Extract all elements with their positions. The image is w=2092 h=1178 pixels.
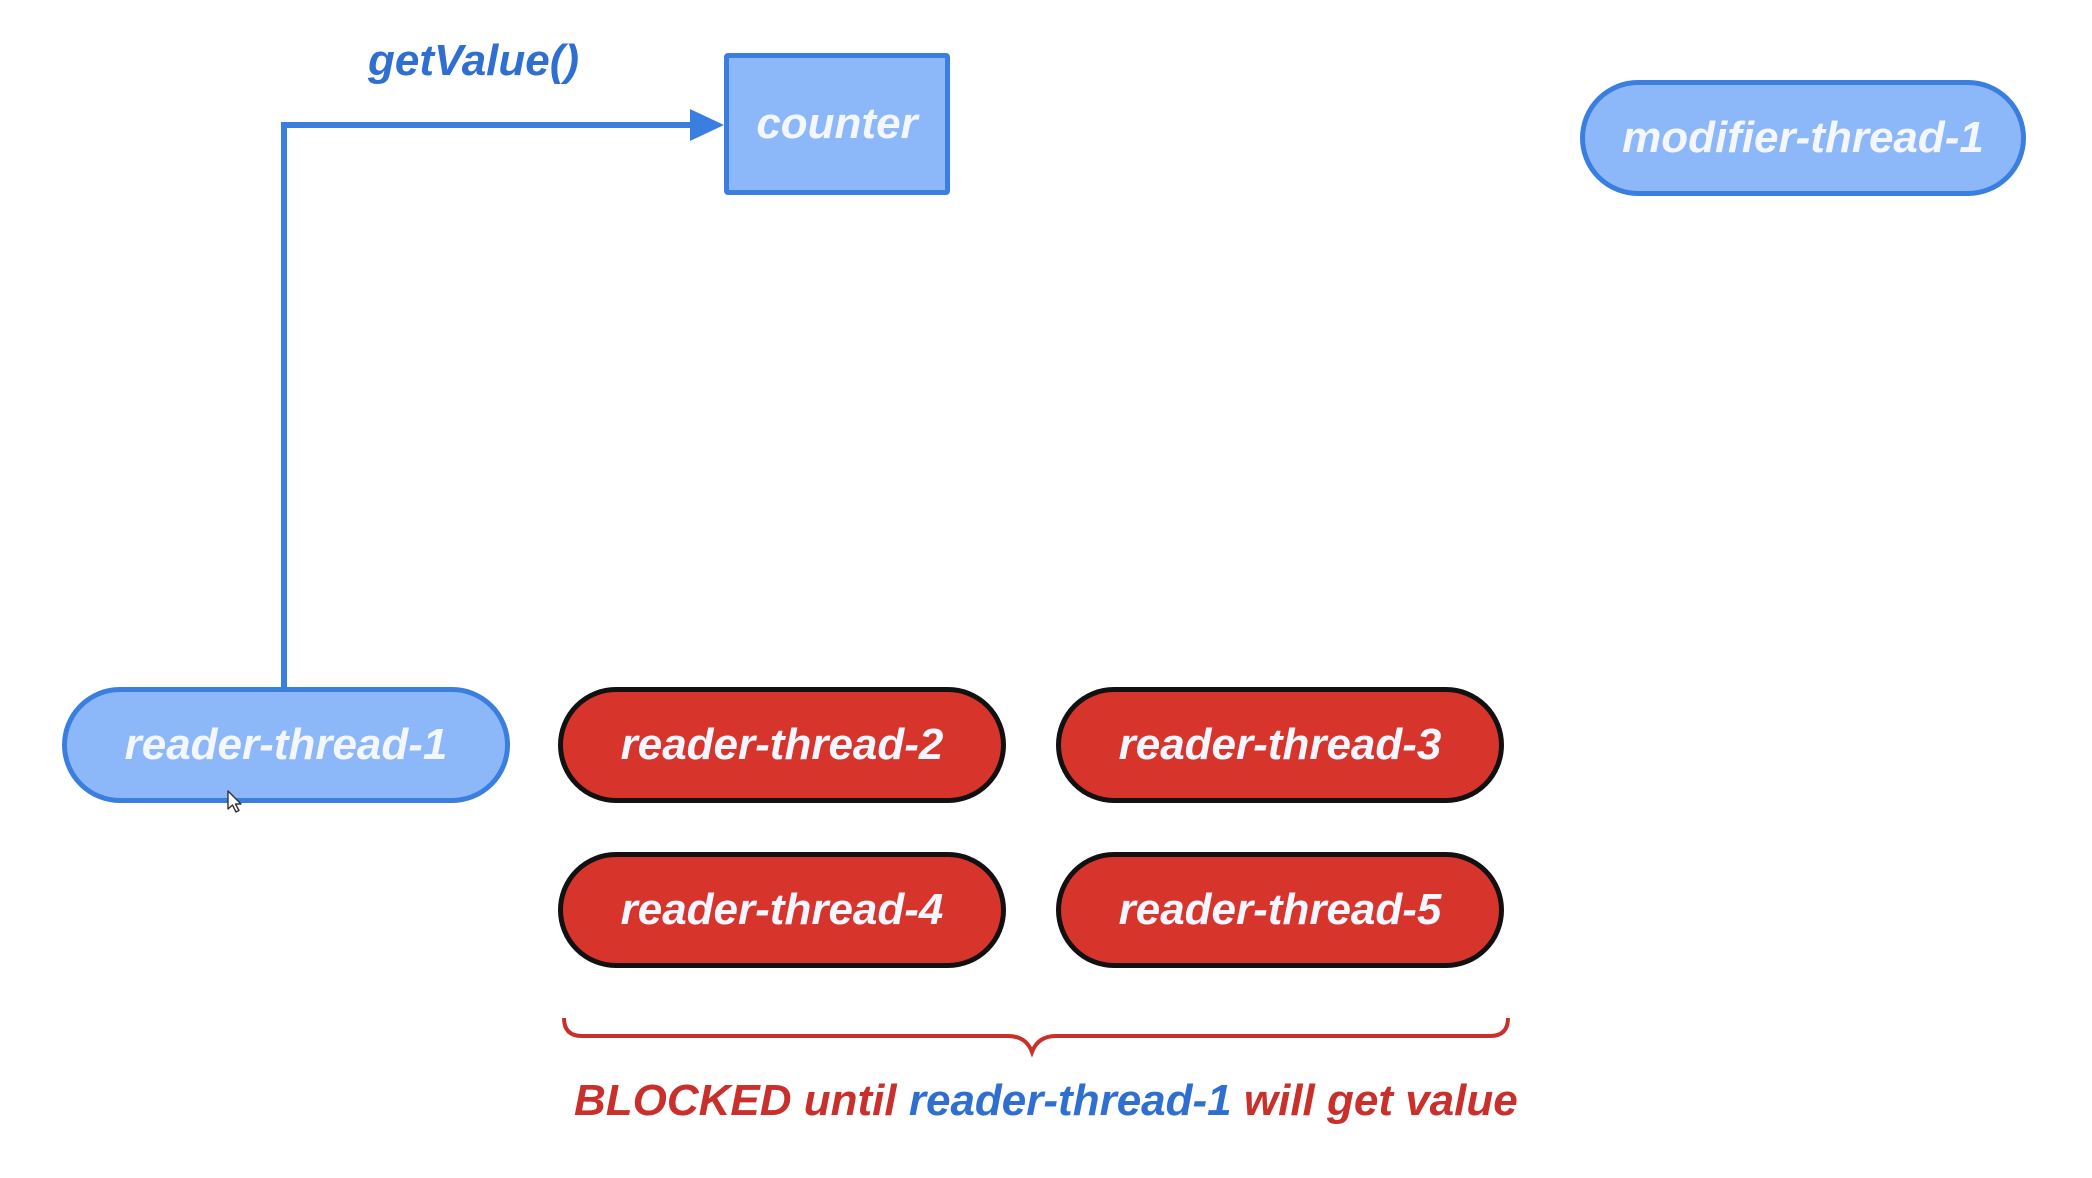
reader-thread-1-node: reader-thread-1: [62, 687, 510, 803]
get-value-label: getValue(): [368, 36, 580, 85]
modifier-thread-label: modifier-thread-1: [1622, 113, 1984, 162]
counter-box: counter: [724, 53, 950, 195]
get-value-arrow: [281, 122, 708, 689]
reader-thread-4-label: reader-thread-4: [620, 885, 944, 934]
reader-thread-3-label: reader-thread-3: [1118, 720, 1442, 769]
reader-thread-5-label: reader-thread-5: [1118, 885, 1442, 934]
blocked-note-part1: BLOCKED until: [574, 1076, 909, 1125]
blocked-note-part3: will get value: [1231, 1076, 1518, 1125]
counter-label: counter: [756, 99, 918, 148]
modifier-thread-node: modifier-thread-1: [1580, 80, 2026, 196]
mouse-pointer-icon: [227, 790, 242, 813]
reader-thread-2-label: reader-thread-2: [620, 720, 944, 769]
reader-thread-4-node: reader-thread-4: [558, 852, 1006, 968]
reader-thread-3-node: reader-thread-3: [1056, 687, 1504, 803]
blocked-note-part2: reader-thread-1: [908, 1076, 1232, 1125]
blocked-note: BLOCKED until reader-thread-1 will get v…: [574, 1076, 1518, 1126]
reader-thread-2-node: reader-thread-2: [558, 687, 1006, 803]
arrowhead-icon: [690, 109, 724, 141]
reader-thread-1-label: reader-thread-1: [124, 720, 448, 769]
curly-brace-icon: [562, 1017, 1510, 1058]
reader-thread-5-node: reader-thread-5: [1056, 852, 1504, 968]
